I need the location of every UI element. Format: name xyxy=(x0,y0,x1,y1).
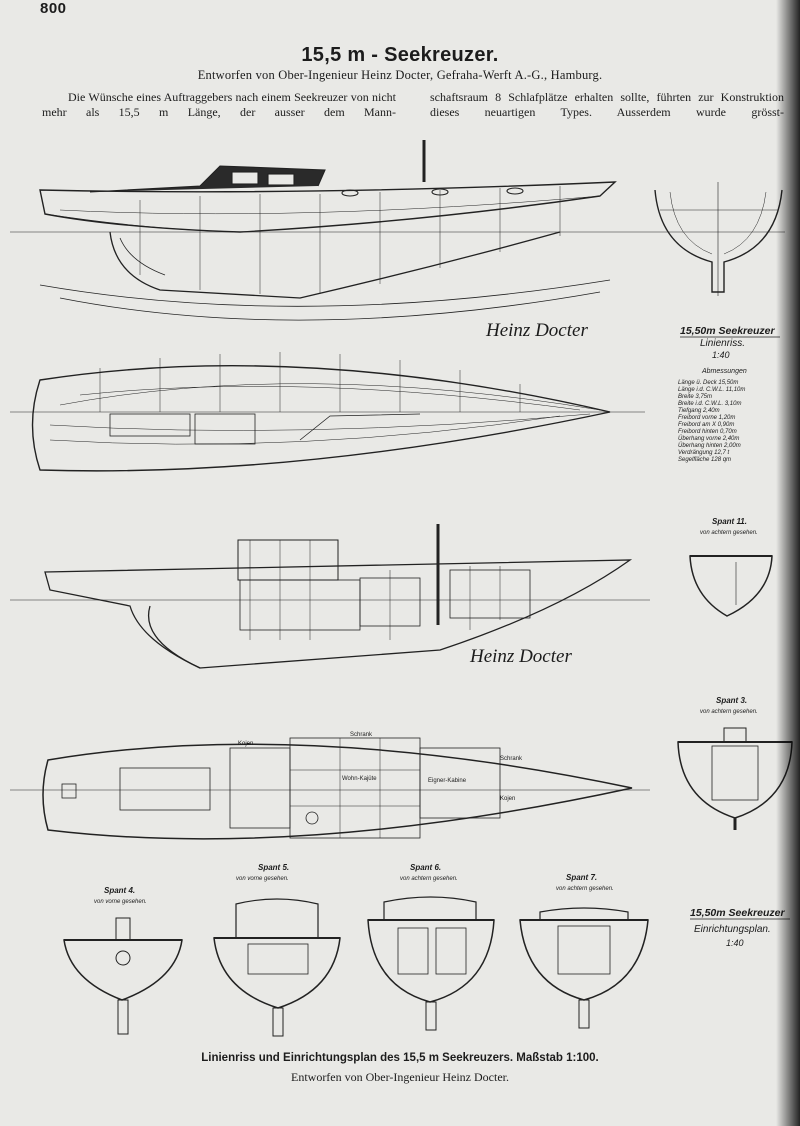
section-spant-5: Spant 5. von vorne gesehen. xyxy=(213,863,341,1037)
dims-row: Länge i.d. C.W.L. 11,10m xyxy=(678,387,745,393)
dims-row: Überhang hinten 2,00m xyxy=(678,442,741,449)
section-label: Spant 4. xyxy=(104,886,135,895)
dims-row: Breite i.d. C.W.L. 3,10m xyxy=(678,401,741,407)
room-label: Kojen xyxy=(500,796,515,802)
room-label: Kojen xyxy=(238,741,253,747)
dims-row: Breite 3,75m xyxy=(678,394,712,400)
room-label: Wohn-Kajüte xyxy=(342,776,377,782)
signature-lower: Heinz Docter xyxy=(469,646,572,667)
section-label: Spant 6. xyxy=(410,863,441,872)
lines-plan-title: 15,50m Seekreuzer xyxy=(680,325,775,337)
body-plan-drawing xyxy=(650,182,785,296)
dims-row: Länge ü. Deck 15,50m xyxy=(678,380,738,386)
figure-caption: Linienriss und Einrichtungsplan des 15,5… xyxy=(201,1052,599,1064)
dims-row: Freibord vorne 1,20m xyxy=(678,415,735,421)
dims-row: Überhang vorne 2,40m xyxy=(678,435,739,442)
section-label: Spant 11. xyxy=(712,517,747,526)
signature-upper: Heinz Docter xyxy=(485,320,588,341)
dims-header: Abmessungen xyxy=(701,368,747,375)
section-spant-4: Spant 4. von vorne gesehen. xyxy=(63,886,183,1035)
dims-row: Verdrängung 12,7 t xyxy=(678,450,729,456)
page-edge-shadow xyxy=(776,0,800,1126)
section-spant-7: Spant 7. von achtern gesehen. xyxy=(519,873,649,1029)
interior-plan-title-block: 15,50m Seekreuzer Einrichtungsplan. 1:40 xyxy=(690,907,785,948)
dims-row: Tiefgang 2,40m xyxy=(678,408,720,414)
dims-list: Länge ü. Deck 15,50m Länge i.d. C.W.L. 1… xyxy=(678,380,745,463)
room-label: Eigner-Kabine xyxy=(428,778,467,784)
interior-room-labels: Kojen Schrank Wohn-Kajüte Eigner-Kabine … xyxy=(238,732,523,802)
section-label: Spant 3. xyxy=(716,696,747,705)
dims-row: Freibord am X 0,90m xyxy=(678,422,734,428)
section-sublabel: von achtern gesehen. xyxy=(700,709,758,715)
section-spant-6: Spant 6. von achtern gesehen. xyxy=(367,863,495,1031)
page-number: 800 xyxy=(40,0,67,17)
room-label: Schrank xyxy=(350,732,373,738)
figure-caption-credit: Entworfen von Ober-Ingenieur Heinz Docte… xyxy=(290,1070,509,1084)
interior-plan-subtitle: Einrichtungsplan. xyxy=(694,924,771,935)
dims-row: Segelfläche 128 qm xyxy=(678,457,731,463)
intro-text-right: schaftsraum 8 Schlafplätze erhalten soll… xyxy=(430,90,784,119)
section-sublabel: von vorne gesehen. xyxy=(236,876,289,882)
deck-plan-drawing xyxy=(10,352,645,472)
interior-plan-scale: 1:40 xyxy=(726,938,744,948)
page-title: 15,5 m - Seekreuzer. xyxy=(301,44,499,66)
page-subtitle: Entworfen von Ober-Ingenieur Heinz Docte… xyxy=(197,68,603,82)
interior-plan-drawing xyxy=(10,737,650,840)
section-sublabel: von vorne gesehen. xyxy=(94,899,147,905)
dims-row: Freibord hinten 0,70m xyxy=(678,429,737,435)
section-spant-3: Spant 3. von achtern gesehen. xyxy=(677,696,793,830)
lines-plan-scale: 1:40 xyxy=(712,350,730,360)
interior-plan-title: 15,50m Seekreuzer xyxy=(690,907,785,919)
section-sublabel: von achtern gesehen. xyxy=(556,886,614,892)
lines-plan-title-block: 15,50m Seekreuzer Linienriss. 1:40 Abmes… xyxy=(680,325,775,375)
section-sublabel: von achtern gesehen. xyxy=(400,876,458,882)
side-profile-drawing xyxy=(10,140,650,321)
interior-profile-drawing xyxy=(10,524,650,669)
section-label: Spant 7. xyxy=(566,873,597,882)
room-label: Schrank xyxy=(500,756,523,762)
lines-plan-subtitle: Linienriss. xyxy=(700,338,745,349)
section-spant-11: Spant 11. von achtern gesehen. xyxy=(689,517,773,617)
section-label: Spant 5. xyxy=(258,863,289,872)
intro-text-left: Die Wünsche eines Auftraggebers nach ein… xyxy=(42,90,396,119)
section-sublabel: von achtern gesehen. xyxy=(700,530,758,536)
